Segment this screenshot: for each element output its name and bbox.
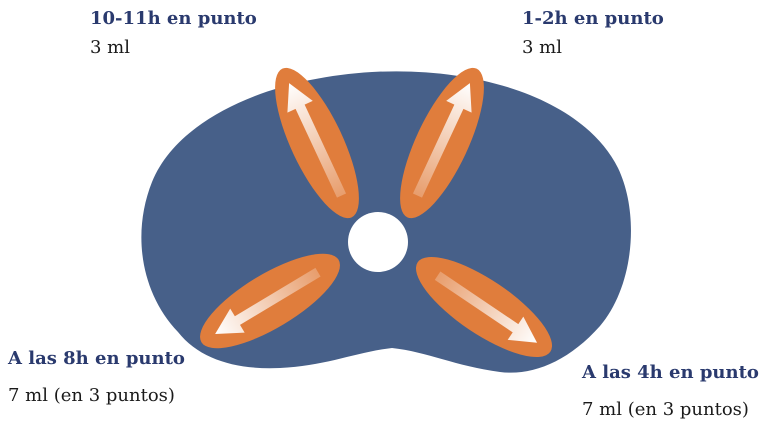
arrow-8 bbox=[215, 267, 321, 334]
injection-10-11 bbox=[275, 67, 359, 219]
label-8-dose: 7 ml (en 3 puntos) bbox=[8, 385, 175, 406]
label-8: A las 8h en punto 7 ml (en 3 puntos) bbox=[8, 348, 185, 406]
label-1-2-title: 1-2h en punto bbox=[522, 8, 664, 29]
arrow-10-11 bbox=[287, 83, 347, 198]
injection-8 bbox=[200, 253, 340, 349]
label-10-11-dose: 3 ml bbox=[90, 37, 130, 58]
injection-4 bbox=[415, 256, 553, 358]
label-8-title: A las 8h en punto bbox=[8, 348, 185, 369]
label-4: A las 4h en punto 7 ml (en 3 puntos) bbox=[582, 362, 759, 420]
label-4-dose: 7 ml (en 3 puntos) bbox=[582, 399, 749, 420]
label-1-2-dose: 3 ml bbox=[522, 37, 562, 58]
central-hole bbox=[348, 212, 408, 272]
label-1-2: 1-2h en punto 3 ml bbox=[522, 8, 664, 58]
arrow-1-2 bbox=[412, 83, 472, 198]
label-10-11: 10-11h en punto 3 ml bbox=[90, 8, 257, 58]
arrow-4 bbox=[434, 271, 538, 343]
label-10-11-title: 10-11h en punto bbox=[90, 8, 257, 29]
label-4-title: A las 4h en punto bbox=[582, 362, 759, 383]
injection-1-2 bbox=[400, 67, 484, 219]
